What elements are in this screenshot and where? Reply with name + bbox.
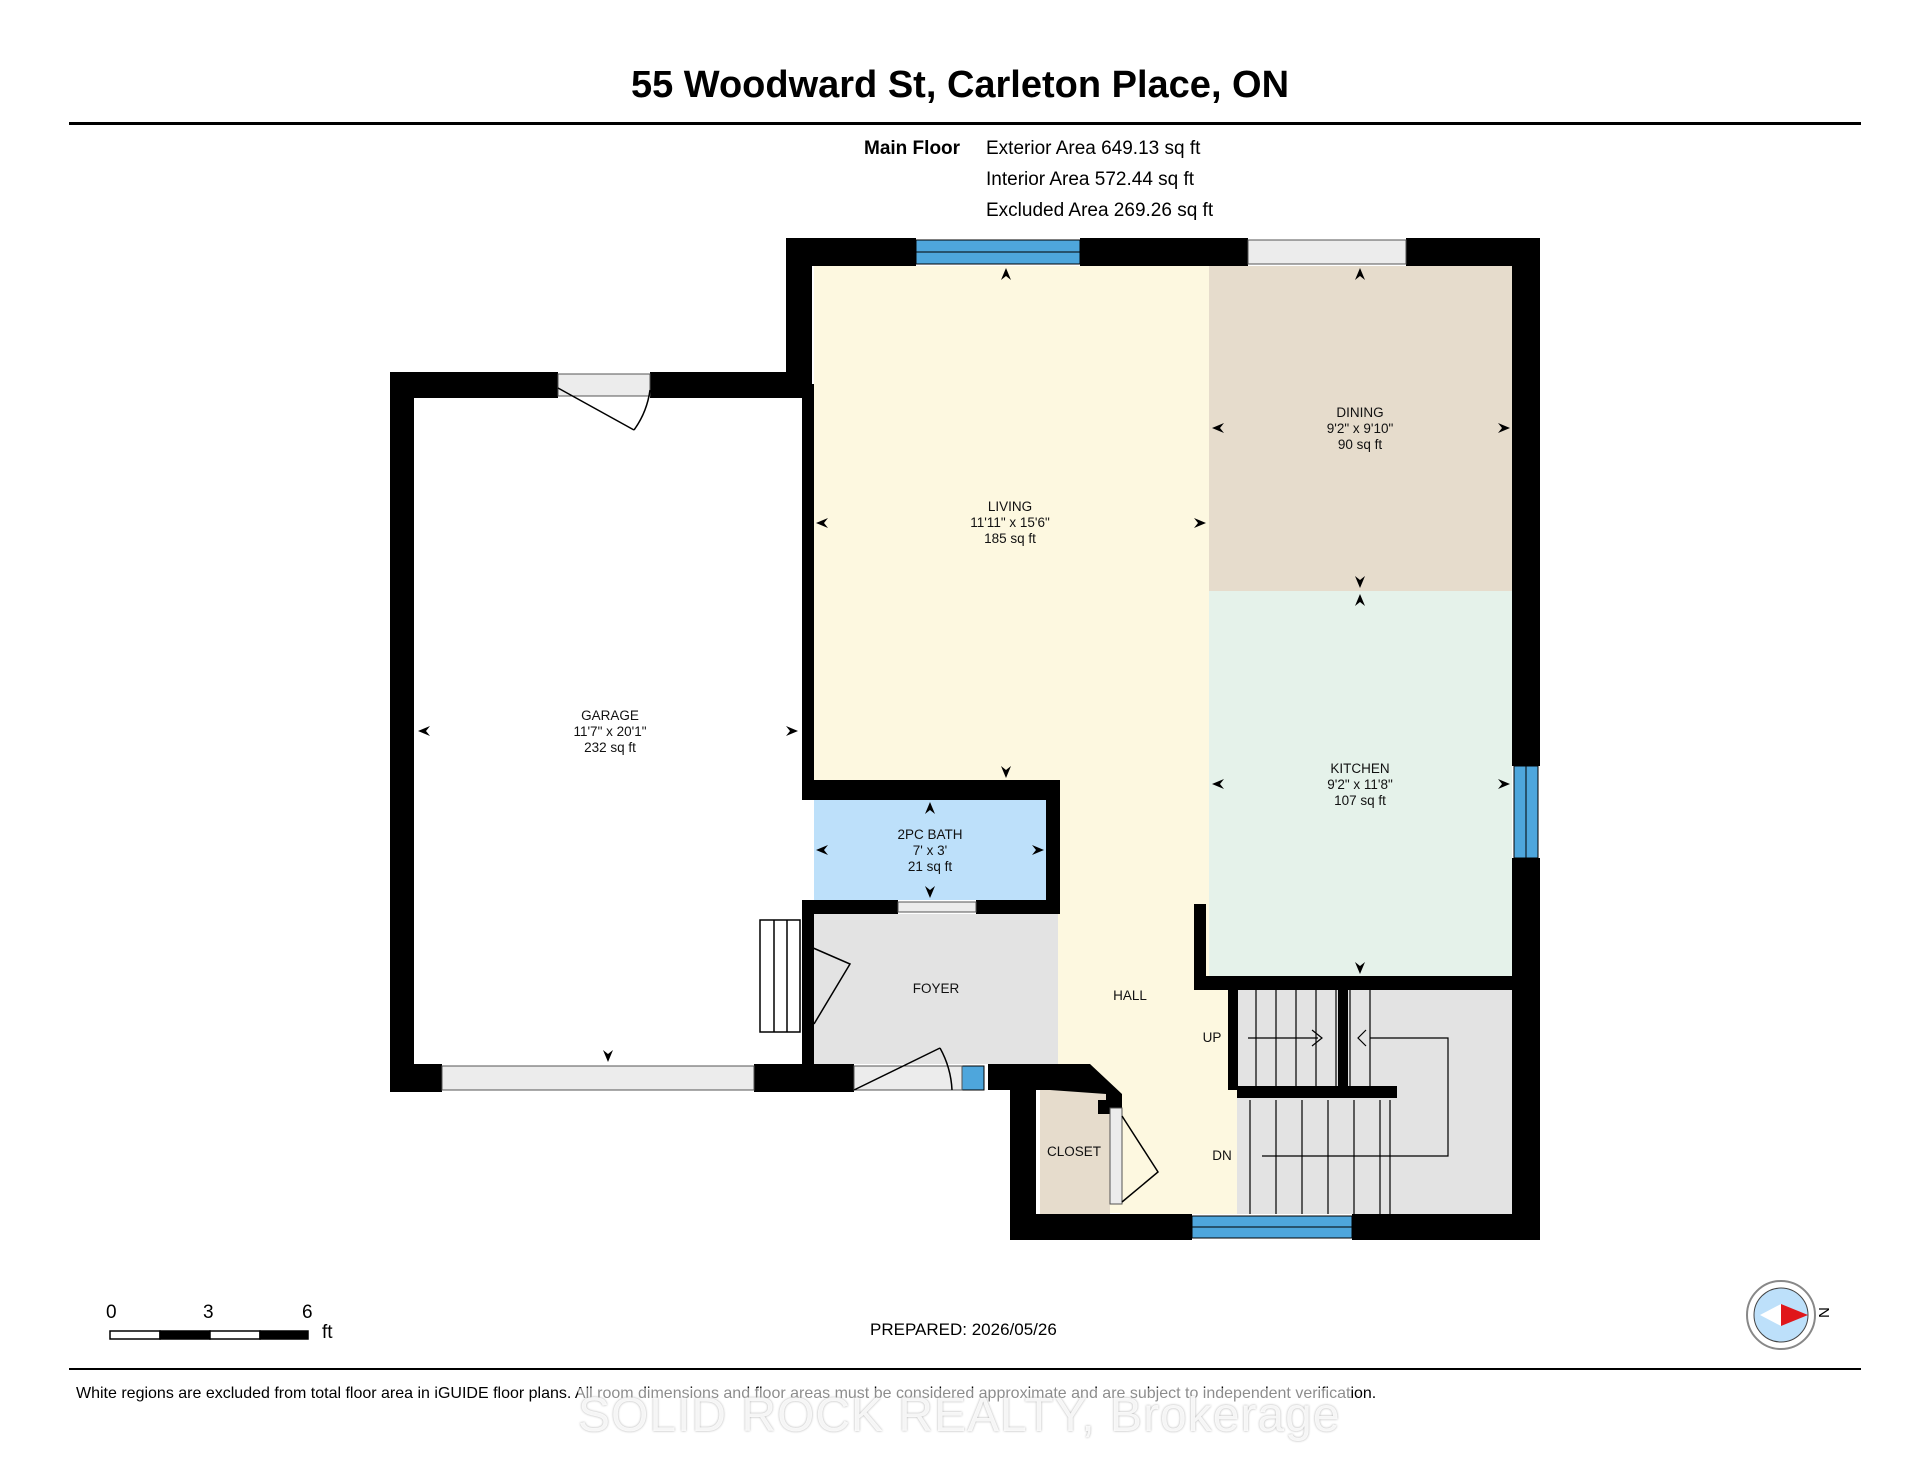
living-name: LIVING	[988, 499, 1032, 514]
foyer-name: FOYER	[913, 981, 960, 996]
scale-tick-6: 6	[302, 1302, 313, 1323]
sliding-doors	[441, 239, 1407, 1205]
living-area: 185 sq ft	[984, 531, 1036, 546]
bath-name: 2PC BATH	[897, 827, 962, 842]
walls	[390, 238, 1540, 1240]
stair-well	[1237, 990, 1512, 1214]
prepared-date: PREPARED: 2026/05/26	[870, 1320, 1057, 1339]
page-title: 55 Woodward St, Carleton Place, ON	[630, 64, 1290, 106]
stairs-down-treads	[1249, 1100, 1391, 1214]
title-divider	[69, 122, 1861, 125]
watermark: SOLID ROCK REALTY, Brokerage	[578, 1388, 1350, 1442]
compass-north-label: N	[1814, 1307, 1832, 1318]
hall-floor-2	[1120, 1070, 1238, 1214]
scale-tick-3: 3	[203, 1302, 214, 1323]
dining-area: 90 sq ft	[1338, 437, 1383, 452]
garage-dims: 11'7" x 20'1"	[573, 724, 646, 739]
scale-unit: ft	[322, 1322, 333, 1343]
kitchen-name: KITCHEN	[1330, 761, 1389, 776]
kitchen-area: 107 sq ft	[1334, 793, 1386, 808]
living-dims: 11'11" x 15'6"	[970, 515, 1050, 530]
dining-floor	[1209, 266, 1512, 591]
floor-label: Main Floor	[864, 138, 961, 159]
door-swings	[557, 387, 1159, 1203]
bath-floor	[814, 800, 1046, 900]
bath-dims: 7' x 3'	[913, 843, 947, 858]
windows	[915, 239, 1539, 1239]
hall-name: HALL	[1113, 988, 1147, 1003]
kitchen-floor	[1209, 591, 1512, 978]
dining-name: DINING	[1336, 405, 1383, 420]
compass-icon	[1746, 1280, 1816, 1350]
garage-name: GARAGE	[581, 708, 639, 723]
scale-bar	[109, 1330, 309, 1340]
stairs-up-label: UP	[1203, 1030, 1222, 1045]
garage-area: 232 sq ft	[584, 740, 636, 755]
garage-floor	[418, 398, 802, 1064]
kitchen-dims: 9'2" x 11'8"	[1327, 777, 1393, 792]
stairs-up-treads	[1235, 990, 1449, 1157]
dimension-arrows	[418, 268, 1510, 1062]
exterior-area: Exterior Area 649.13 sq ft	[986, 138, 1201, 159]
dining-dims: 9'2" x 9'10"	[1327, 421, 1394, 436]
interior-area: Interior Area 572.44 sq ft	[986, 169, 1195, 190]
stairs-down-label: DN	[1212, 1148, 1232, 1163]
living-floor	[814, 266, 1209, 781]
excluded-area: Excluded Area 269.26 sq ft	[986, 200, 1214, 221]
scale-tick-0: 0	[106, 1302, 117, 1323]
footer-divider	[69, 1368, 1861, 1370]
foyer-floor	[814, 914, 1058, 1064]
bath-area: 21 sq ft	[908, 859, 953, 874]
exterior-steps	[759, 919, 801, 1033]
closet-name: CLOSET	[1047, 1144, 1101, 1159]
